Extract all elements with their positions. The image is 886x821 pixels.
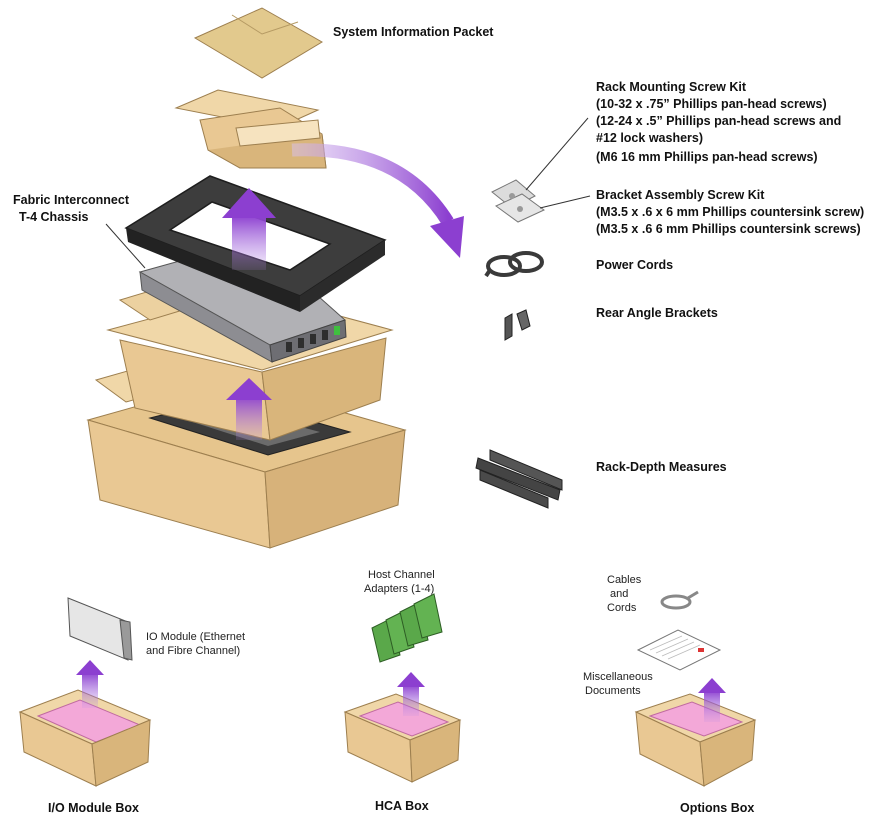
options-up-arrow-icon: [698, 678, 726, 722]
label-misc-line2: Documents: [585, 685, 641, 697]
label-bracket-title: Bracket Assembly Screw Kit: [596, 188, 765, 202]
label-system-info-packet: System Information Packet: [333, 25, 494, 39]
screw-kit-bags-icon: [491, 179, 545, 223]
rack-depth-measures-icon: [475, 449, 563, 509]
label-options-box: Options Box: [680, 801, 755, 815]
io-module-icon: [67, 597, 133, 661]
label-rack-screw-1: (10-32 x .75” Phillips pan-head screws): [596, 97, 827, 111]
rear-brackets-icon: [504, 309, 531, 341]
label-bracket-2: (M3.5 x .6 6 mm Phillips countersink scr…: [596, 222, 861, 236]
label-bracket-1: (M3.5 x .6 x 6 mm Phillips countersink s…: [596, 205, 865, 219]
chassis-leader-line: [105, 223, 146, 269]
label-rack-depth: Rack-Depth Measures: [596, 460, 727, 474]
label-rack-screw-4: (M6 16 mm Phillips pan-head screws): [596, 150, 818, 164]
label-rack-screw-3: #12 lock washers): [596, 131, 704, 145]
label-hca-box: HCA Box: [375, 799, 429, 813]
io-up-arrow-icon: [76, 660, 104, 708]
label-fabric-line1: Fabric Interconnect: [13, 193, 129, 207]
io-box-icon: [18, 689, 152, 787]
options-box-icon: [634, 693, 757, 787]
power-cords-icon: [484, 251, 544, 278]
label-power-cords: Power Cords: [596, 258, 674, 272]
hca-box-icon: [343, 693, 462, 783]
label-rack-screw-title: Rack Mounting Screw Kit: [596, 80, 747, 94]
up-arrow-lower-icon: [226, 378, 272, 440]
label-io-line1: IO Module (Ethernet: [146, 631, 246, 643]
curved-arrow-icon: [291, 143, 464, 258]
up-arrow-upper-icon: [222, 188, 276, 270]
hca-up-arrow-icon: [397, 672, 425, 716]
label-io-box: I/O Module Box: [48, 801, 139, 815]
label-rear-brackets: Rear Angle Brackets: [596, 306, 718, 320]
label-cables-line1: Cables: [607, 574, 642, 586]
label-host-line1: Host Channel: [368, 569, 435, 581]
label-host-line2: Adapters (1-4): [364, 583, 435, 595]
bracket-leader-line: [539, 195, 591, 209]
box-lid-icon: [174, 89, 327, 169]
rack-screw-leader-line: [525, 117, 589, 191]
label-io-line2: and Fibre Channel): [146, 645, 241, 657]
hca-cards-icon: [371, 593, 443, 663]
label-fabric-line2: T-4 Chassis: [19, 210, 89, 224]
label-misc-line1: Miscellaneous: [583, 671, 653, 683]
label-rack-screw-2: (12-24 x .5” Phillips pan-head screws an…: [596, 114, 842, 128]
label-cables-line2: and: [610, 588, 629, 600]
system-info-packet-icon: [193, 7, 323, 79]
documents-icon: [636, 629, 722, 671]
cables-icon: [660, 590, 699, 610]
label-cables-line3: Cords: [607, 602, 637, 614]
